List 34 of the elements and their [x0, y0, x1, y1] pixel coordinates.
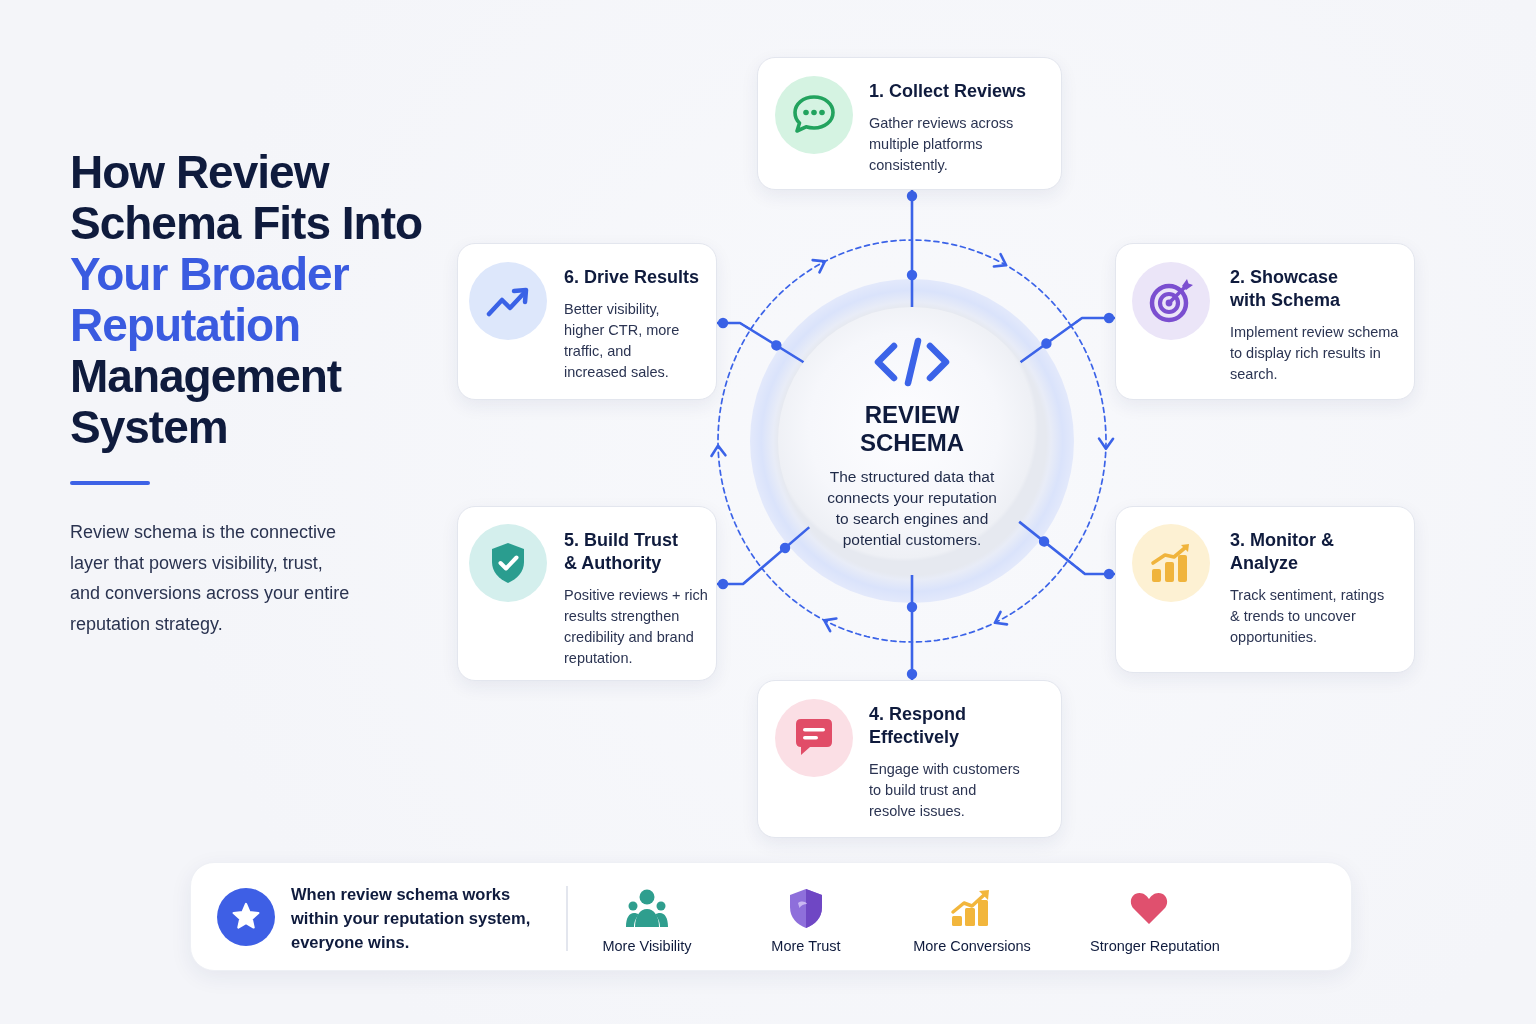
card-description: Engage with customers to build trust and resolve issues.: [869, 760, 1021, 821]
card-description: Implement review schema to display rich results in search.: [1230, 323, 1400, 384]
summary-banner: [190, 862, 1352, 971]
step-card: [1115, 506, 1415, 673]
intro-text: Review schema is the connective layer that powers visibility, trust, and conversions across your entire reputation strategy.: [70, 521, 351, 636]
card-title: 2. Showcase with Schema: [1230, 266, 1342, 312]
connector-line: [717, 526, 811, 590]
step-card: [1115, 243, 1415, 400]
hub-title: REVIEW SCHEMA: [859, 401, 965, 457]
card-title: 3. Monitor & Analyze: [1230, 529, 1335, 575]
card-description: Gather reviews across multiple platforms consistently.: [869, 114, 1015, 175]
card-title: 4. Respond Effectively: [869, 703, 967, 749]
page-title: How Review Schema Fits Into Your Broader Reputation Management System: [70, 147, 424, 453]
step-card: [457, 243, 717, 400]
step-card: [757, 680, 1062, 838]
connector-line: [906, 190, 918, 307]
connector-line: [717, 317, 805, 364]
connector-line: [906, 575, 918, 680]
benefit-label: More Conversions: [913, 937, 1031, 956]
connector-line: [1019, 312, 1115, 364]
benefit-label: Stronger Reputation: [1090, 937, 1220, 956]
connector-line: [1018, 520, 1115, 580]
card-title: 6. Drive Results: [564, 266, 701, 289]
benefit-label: More Visibility: [602, 937, 692, 956]
benefit-label: More Trust: [771, 937, 841, 956]
card-description: Better visibility, higher CTR, more traffic, and increased sales.: [564, 300, 681, 382]
card-description: Positive reviews + rich results strengthen credibility and brand reputation.: [564, 586, 709, 668]
card-title: 1. Collect Reviews: [869, 80, 1028, 103]
step-card: [457, 506, 717, 681]
card-title: 5. Build Trust & Authority: [564, 529, 679, 575]
step-card: [757, 57, 1062, 190]
banner-message: When review schema works within your reputation system, everyone wins.: [291, 884, 532, 953]
card-description: Track sentiment, ratings & trends to uncover opportunities.: [1230, 586, 1386, 647]
hub-description: The structured data that connects your reputation to search engines and potential customers.: [826, 467, 998, 550]
